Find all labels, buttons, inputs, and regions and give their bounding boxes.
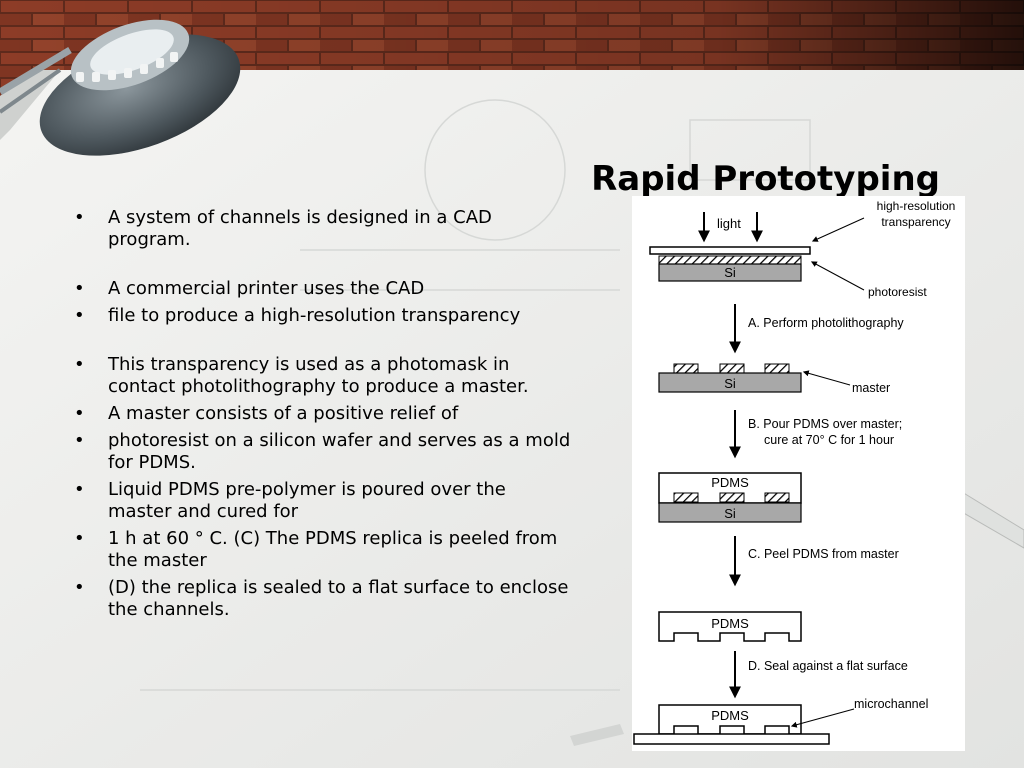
bullet-dot-icon: • — [74, 354, 85, 375]
photoresist-label: photoresist — [868, 285, 927, 299]
step-d-label: D. Seal against a flat surface — [748, 659, 908, 673]
photoresist-feature — [719, 492, 745, 503]
prototyping-process-diagram: light Si high-resolution transparency ph… — [632, 196, 965, 751]
bullet-dot-icon: • — [74, 207, 85, 228]
bullet-item: •(D) the replica is sealed to a flat sur… — [74, 577, 569, 620]
transparency-pointer — [811, 217, 865, 242]
master-pointer — [802, 370, 851, 386]
photoresist-feature — [673, 363, 699, 374]
bullet-dot-icon: • — [74, 528, 85, 549]
pdms-label: PDMS — [711, 708, 749, 723]
step-c-label: C. Peel PDMS from master — [748, 547, 899, 561]
photoresist-feature — [764, 492, 790, 503]
light-label: light — [717, 216, 741, 231]
bullet-item: •Liquid PDMS pre-polymer is poured over … — [74, 479, 506, 522]
bullet-item: •A commercial printer uses the CAD — [74, 278, 425, 299]
photoresist-feature — [673, 492, 699, 503]
flat-substrate — [633, 733, 830, 745]
photoresist-pointer — [810, 261, 865, 291]
pdms-replica — [658, 611, 802, 642]
transparency-label-line2: transparency — [881, 215, 950, 229]
si-label: Si — [724, 265, 736, 280]
bullet-dot-icon: • — [74, 403, 85, 424]
bullet-item: •A master consists of a positive relief … — [74, 403, 459, 424]
silicon-wafer — [658, 372, 802, 393]
bullet-dot-icon: • — [74, 479, 85, 500]
bullet-dot-icon: • — [74, 305, 85, 326]
photoresist-layer — [658, 255, 802, 265]
photoresist-feature — [719, 363, 745, 374]
bullet-item: •A system of channels is designed in a C… — [74, 207, 492, 250]
microchannel-label: microchannel — [854, 697, 928, 711]
step-a-label: A. Perform photolithography — [748, 316, 904, 330]
transparency-label-line1: high-resolution — [877, 199, 956, 213]
si-label: Si — [724, 506, 736, 521]
step-b-label-line2: cure at 70° C for 1 hour — [764, 433, 894, 447]
bullet-item: •photoresist on a silicon wafer and serv… — [74, 430, 571, 473]
silicon-wafer — [658, 263, 802, 282]
transparency-sheet — [649, 246, 811, 255]
si-label: Si — [724, 376, 736, 391]
bullet-item: •file to produce a high-resolution trans… — [74, 305, 521, 326]
pdms-label: PDMS — [711, 475, 749, 490]
bullet-item: •1 h at 60 ° C. (C) The PDMS replica is … — [74, 528, 558, 571]
bullet-list: •A system of channels is designed in a C… — [74, 207, 574, 626]
bullet-dot-icon: • — [74, 577, 85, 598]
pdms-label: PDMS — [711, 616, 749, 631]
bullet-dot-icon: • — [74, 430, 85, 451]
photoresist-feature — [764, 363, 790, 374]
silicon-wafer — [658, 502, 802, 523]
microchannel-pointer — [790, 708, 855, 728]
slide-title: Rapid Prototyping — [591, 158, 940, 199]
master-label: master — [852, 381, 890, 395]
step-b-label-line1: B. Pour PDMS over master; — [748, 417, 902, 431]
bullet-dot-icon: • — [74, 278, 85, 299]
bullet-item: •This transparency is used as a photomas… — [74, 354, 529, 397]
